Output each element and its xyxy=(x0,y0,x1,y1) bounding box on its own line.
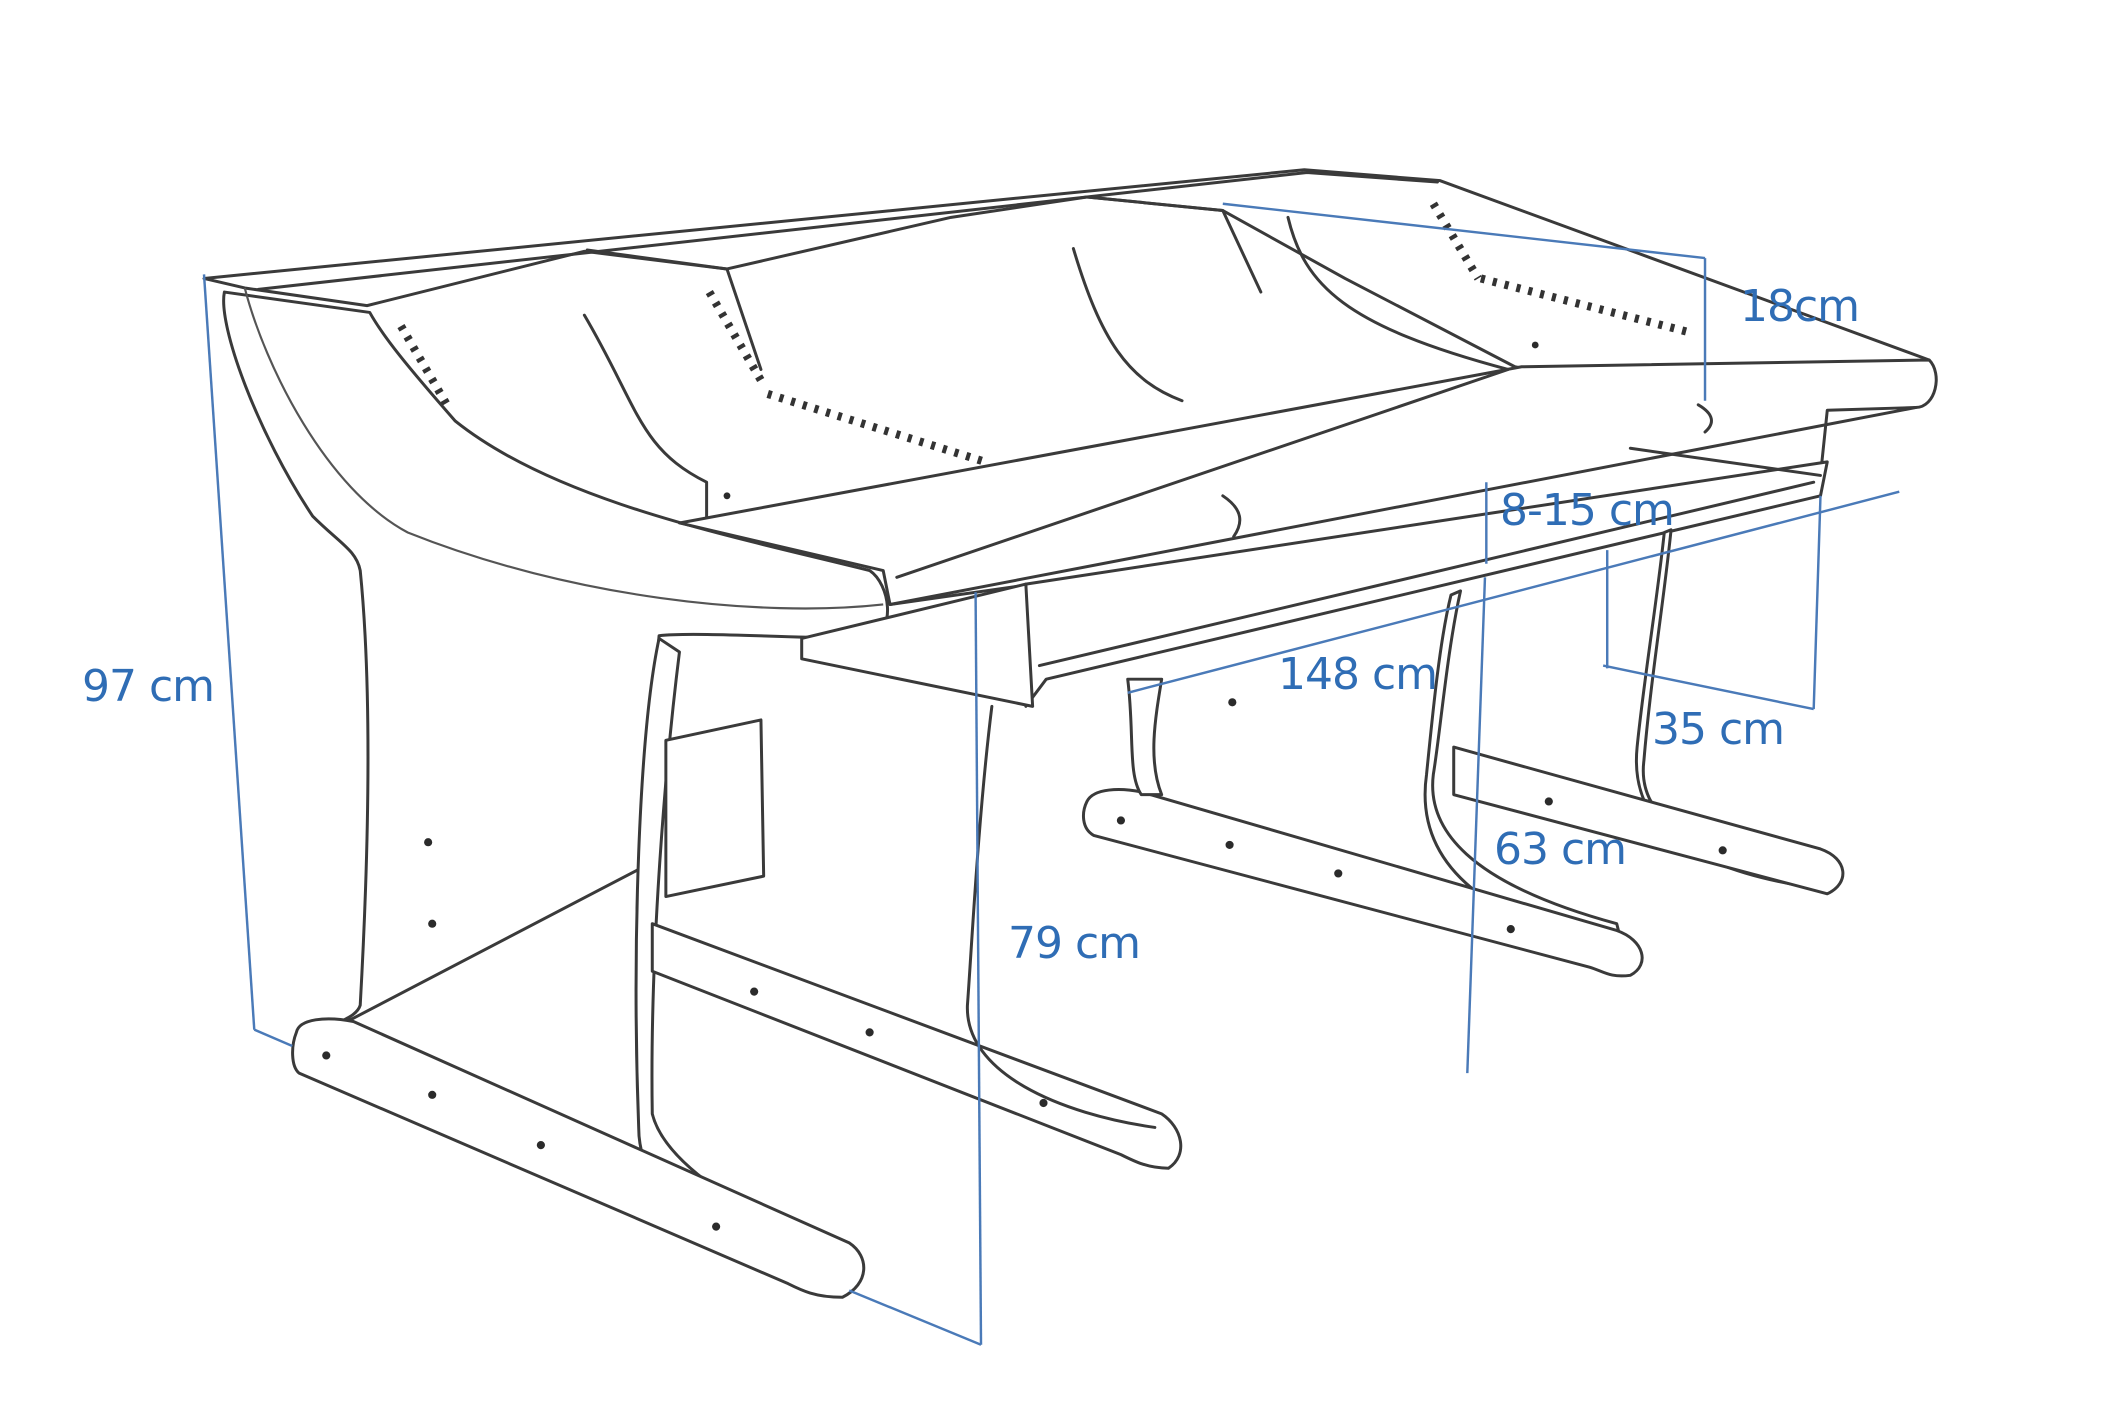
dim-18-extension xyxy=(1222,202,1706,260)
left-side-panel xyxy=(222,290,890,1034)
keyboard-tray-rail xyxy=(1628,446,1822,477)
rear-left-foot xyxy=(650,922,1183,1170)
dim-97-extension xyxy=(253,1028,293,1048)
dim-label-overall-height: 97 cm xyxy=(82,661,215,712)
rear-center-leg xyxy=(1126,677,1164,797)
dim-label-legroom: 63 cm xyxy=(1494,824,1627,875)
riser-panel-seam-2 xyxy=(1085,195,1263,294)
keyboard-tray-front xyxy=(1037,480,1816,668)
screw-holes xyxy=(322,341,1727,1231)
desktop-seam-2 xyxy=(1696,403,1713,434)
riser-top-panel xyxy=(202,168,1931,410)
dim-35-ext-right xyxy=(1812,495,1822,710)
right-foot xyxy=(1452,745,1845,896)
dim-label-tray-gap: 8-15 cm xyxy=(1500,485,1675,536)
riser-panel-seam-1 xyxy=(585,248,763,371)
dim-79-line xyxy=(974,592,983,1345)
dim-97-line xyxy=(202,274,256,1030)
front-right-leg xyxy=(965,704,1157,1129)
modesty-panel xyxy=(664,718,766,899)
dim-148-line xyxy=(1127,490,1900,694)
bay-mid-curve xyxy=(1071,247,1184,403)
dim-63-line xyxy=(1466,577,1487,1074)
left-side-panel-inner xyxy=(243,287,884,610)
dim-label-desk-height: 79 cm xyxy=(1008,918,1141,969)
dim-label-riser-height: 18cm xyxy=(1740,281,1860,332)
dimension-lines xyxy=(202,202,1900,1346)
dim-label-width: 148 cm xyxy=(1278,649,1438,700)
desktop-seam-1 xyxy=(1221,494,1242,539)
dim-35-line xyxy=(1602,664,1814,711)
bay-right-curve xyxy=(1286,215,1510,371)
rack-rail-mid xyxy=(705,289,765,383)
dim-79-extension xyxy=(848,1289,982,1346)
rack-rail-left-lower xyxy=(766,390,987,466)
rack-rail-right xyxy=(1429,201,1482,281)
desktop-front-edge xyxy=(888,406,1918,606)
desktop-inner-edge xyxy=(895,367,1510,579)
bay-left-curve xyxy=(582,313,709,525)
rack-rail-left xyxy=(397,323,453,410)
front-left-foot xyxy=(291,1017,866,1299)
riser-back-edge xyxy=(256,171,1439,291)
center-foot xyxy=(1082,788,1644,978)
dim-label-tray-depth: 35 cm xyxy=(1652,704,1785,755)
